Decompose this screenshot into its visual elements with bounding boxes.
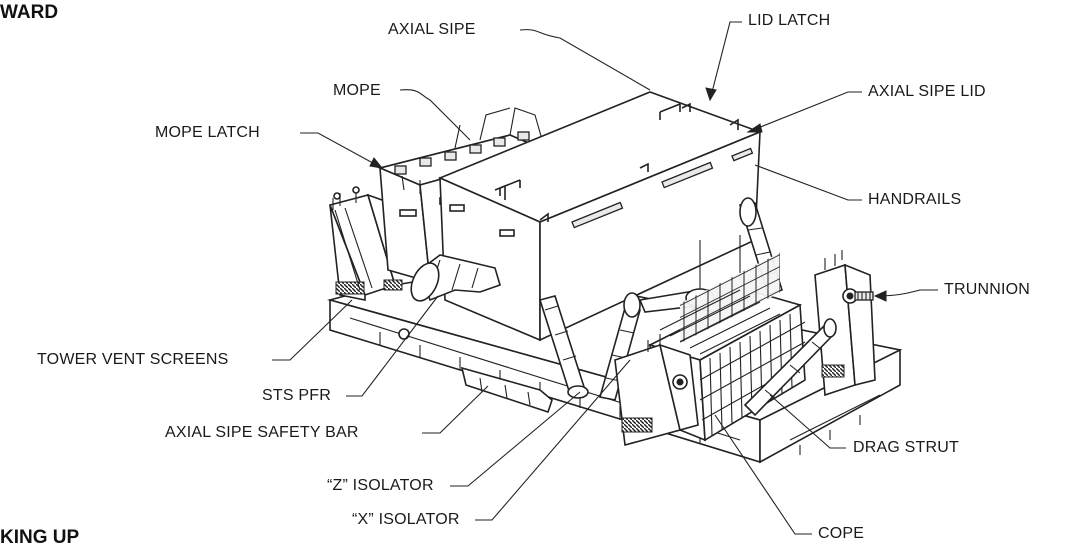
axial-sipe-box — [437, 91, 763, 342]
label-trunnion: TRUNNION — [944, 281, 1031, 298]
label-x-isolator: “X” ISOLATOR — [352, 511, 460, 528]
sts-pfr — [410, 254, 501, 302]
label-axial-sipe: AXIAL SIPE — [388, 21, 476, 38]
label-mope-latch: MOPE LATCH — [155, 124, 260, 141]
label-cope: COPE — [818, 525, 865, 542]
label-mope: MOPE — [333, 82, 381, 99]
label-drag-strut: DRAG STRUT — [853, 439, 959, 456]
label-handrails: HANDRAILS — [868, 191, 962, 208]
label-lid-latch: LID LATCH — [748, 12, 831, 29]
heading-bottom: KING UP — [0, 527, 80, 548]
heading-top: WARD — [0, 2, 59, 23]
label-axial-sipe-safety-bar: AXIAL SIPE SAFETY BAR — [165, 424, 359, 441]
safety-bar — [460, 366, 553, 414]
label-z-isolator: “Z” ISOLATOR — [327, 477, 434, 494]
leader-lines — [272, 21, 938, 535]
trunnion-pin — [854, 291, 874, 301]
drag-strut — [743, 318, 837, 417]
label-sts-pfr: STS PFR — [262, 387, 331, 404]
label-axial-sipe-lid: AXIAL SIPE LID — [868, 83, 986, 100]
front-tower — [614, 334, 699, 447]
label-tower-vent-screens: TOWER VENT SCREENS — [37, 351, 229, 368]
right-tower — [814, 250, 876, 397]
